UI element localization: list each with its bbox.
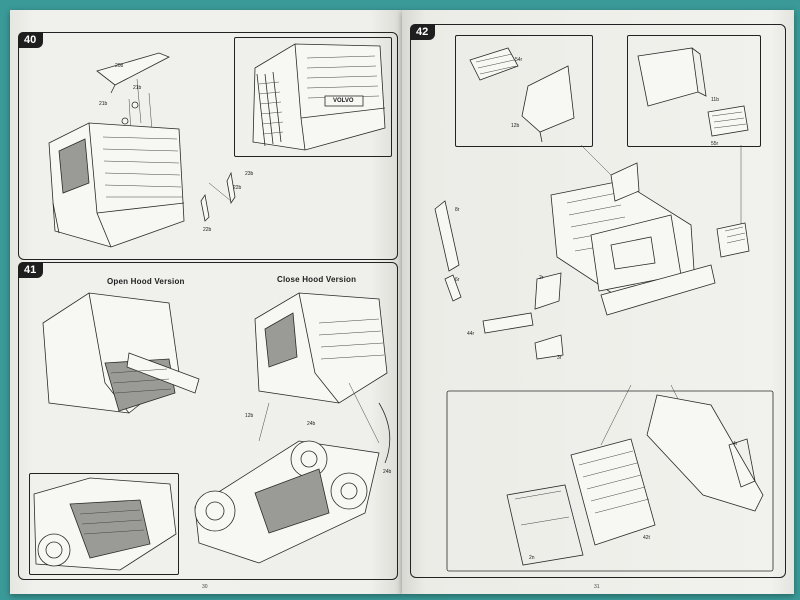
step-41-number: 41 bbox=[18, 262, 44, 278]
step-41-inset bbox=[29, 473, 179, 575]
step-42-inset-left bbox=[455, 35, 593, 147]
cab-rear-detail-drawing bbox=[252, 43, 386, 151]
step-40-panel: 40 VOLVO bbox=[18, 32, 398, 260]
part-label: 8r bbox=[455, 207, 460, 213]
step-41-drawing bbox=[42, 292, 391, 564]
step-40-inset: VOLVO bbox=[234, 37, 392, 157]
inset-brand-text: VOLVO bbox=[333, 98, 354, 104]
part-label: 22b bbox=[233, 185, 242, 191]
part-label: 55r bbox=[711, 141, 719, 147]
step-40-number: 40 bbox=[18, 32, 44, 48]
part-label: 44r bbox=[467, 331, 475, 337]
part-label: 23b bbox=[245, 171, 254, 177]
left-page: 40 VOLVO bbox=[10, 10, 402, 594]
part-label: 22b bbox=[203, 227, 212, 233]
part-label: 2n bbox=[529, 555, 535, 561]
close-hood-heading: Close Hood Version bbox=[277, 275, 357, 284]
step-42-inset-right bbox=[627, 35, 761, 147]
open-hood-heading: Open Hood Version bbox=[107, 277, 185, 286]
part-label: 3r bbox=[557, 355, 562, 361]
part-label: 20b bbox=[115, 63, 124, 69]
step-40-cab-drawing bbox=[48, 52, 236, 248]
part-label: 12b bbox=[511, 123, 520, 129]
part-label: 21b bbox=[99, 101, 108, 107]
step-42-grille-drawing bbox=[434, 144, 774, 572]
page-number-left: 30 bbox=[202, 584, 208, 590]
part-label: 21b bbox=[133, 85, 142, 91]
step-42-panel: 42 54r 12b 11b 55r bbox=[410, 24, 786, 578]
part-label: 2r bbox=[539, 275, 544, 281]
step-box-detail-drawing bbox=[637, 47, 749, 137]
step-seat-detail-drawing bbox=[469, 47, 575, 143]
right-page: 42 54r 12b 11b 55r bbox=[402, 10, 794, 594]
part-label: 6r bbox=[455, 277, 460, 283]
engine-detail-drawing bbox=[33, 477, 177, 571]
part-label: 42t bbox=[643, 535, 650, 541]
part-label: 24b bbox=[307, 421, 316, 427]
part-label: 12b bbox=[245, 413, 254, 419]
page-number-right: 31 bbox=[594, 584, 600, 590]
part-label: 11b bbox=[711, 97, 719, 103]
part-label: 4r bbox=[733, 441, 738, 447]
step-42-number: 42 bbox=[410, 24, 436, 40]
part-label: 24b bbox=[383, 469, 392, 475]
part-label: 54r bbox=[515, 57, 523, 63]
step-41-panel: 41 Open Hood Version Close Hood Version bbox=[18, 262, 398, 580]
